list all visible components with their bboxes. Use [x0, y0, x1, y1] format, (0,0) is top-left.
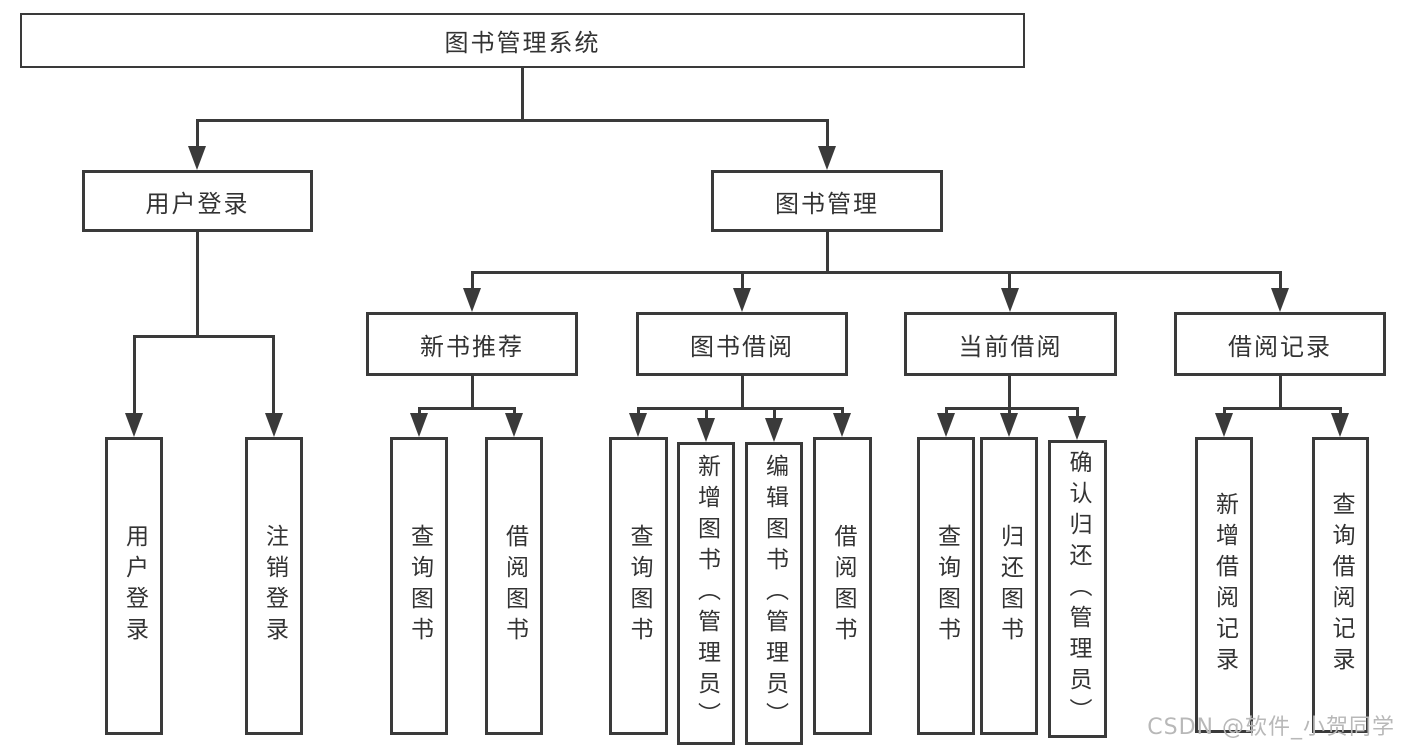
- connector-line: [1279, 376, 1282, 410]
- connector-arrowhead-down: [765, 418, 783, 442]
- connector-line: [1223, 407, 1342, 410]
- connector-line: [637, 407, 640, 415]
- connector-line: [1339, 407, 1342, 415]
- connector-line: [1279, 271, 1282, 290]
- connector-arrowhead-down: [1215, 413, 1233, 437]
- connector-arrowhead-down: [265, 413, 283, 437]
- leaf-query-borrow-record-label: 查询借阅记录: [1328, 492, 1354, 678]
- leaf-query-books-recommend: 查询图书: [390, 437, 448, 735]
- leaf-return-book: 归还图书: [980, 437, 1038, 735]
- connector-arrowhead-down: [1271, 288, 1289, 312]
- leaf-borrow-books-recommend: 借阅图书: [485, 437, 543, 735]
- connector-line: [945, 407, 1079, 410]
- user-login-label: 用户登录: [145, 189, 250, 218]
- system-root-label: 图书管理系统: [444, 29, 601, 57]
- connector-line: [1223, 407, 1226, 415]
- connector-arrowhead-down: [505, 413, 523, 437]
- connector-line: [945, 407, 948, 415]
- connector-arrowhead-down: [410, 413, 428, 437]
- book-management-label: 图书管理: [775, 189, 879, 218]
- leaf-user-login: 用户登录: [105, 437, 163, 735]
- current-borrow-node: 当前借阅: [904, 312, 1117, 376]
- leaf-borrow-books-borrow-label: 借阅图书: [830, 524, 856, 648]
- connector-arrowhead-down: [188, 146, 206, 170]
- leaf-add-borrow-record-label: 新增借阅记录: [1211, 492, 1238, 678]
- leaf-borrow-books-borrow: 借阅图书: [813, 437, 872, 735]
- connector-arrowhead-down: [833, 413, 851, 437]
- connector-arrowhead-down: [1068, 416, 1086, 440]
- system-root-node: 图书管理系统: [20, 13, 1025, 68]
- leaf-logout: 注销登录: [245, 437, 303, 735]
- connector-line: [513, 407, 516, 415]
- connector-line: [826, 119, 829, 148]
- leaf-borrow-books-recommend-label: 借阅图书: [501, 524, 528, 648]
- connector-line: [133, 335, 275, 338]
- book-borrow-label: 图书借阅: [690, 332, 794, 361]
- leaf-confirm-return-admin: 确认归还（管理员）: [1048, 440, 1107, 738]
- book-management-node: 图书管理: [711, 170, 943, 232]
- connector-arrowhead-down: [1001, 288, 1019, 312]
- connector-arrowhead-down: [125, 413, 143, 437]
- connector-line: [1008, 407, 1011, 415]
- connector-line: [196, 119, 199, 148]
- new-book-recommend-node: 新书推荐: [366, 312, 578, 376]
- connector-line: [741, 271, 744, 290]
- connector-arrowhead-down: [937, 413, 955, 437]
- leaf-confirm-return-admin-label: 确认归还（管理员）: [1065, 449, 1091, 729]
- connector-line: [841, 407, 844, 415]
- leaf-add-borrow-record: 新增借阅记录: [1195, 437, 1253, 733]
- leaf-edit-book-admin: 编辑图书（管理员）: [745, 442, 803, 745]
- borrow-record-label: 借阅记录: [1228, 332, 1332, 361]
- leaf-user-login-label: 用户登录: [121, 524, 148, 648]
- connector-line: [418, 407, 421, 415]
- connector-line: [521, 68, 524, 121]
- leaf-query-books-recommend-label: 查询图书: [406, 524, 433, 648]
- leaf-add-book-admin: 新增图书（管理员）: [677, 442, 735, 745]
- csdn-watermark: CSDN @软件_小贺同学: [1147, 715, 1395, 740]
- leaf-query-borrow-record: 查询借阅记录: [1312, 437, 1369, 733]
- connector-line: [196, 232, 199, 337]
- connector-line: [133, 335, 136, 415]
- leaf-query-books-borrow-label: 查询图书: [626, 524, 652, 648]
- connector-arrowhead-down: [733, 288, 751, 312]
- connector-line: [637, 407, 844, 410]
- connector-arrowhead-down: [463, 288, 481, 312]
- leaf-return-book-label: 归还图书: [996, 524, 1023, 648]
- current-borrow-label: 当前借阅: [958, 332, 1063, 361]
- leaf-add-book-admin-label: 新增图书（管理员）: [693, 454, 720, 733]
- connector-line: [471, 376, 474, 410]
- new-book-recommend-label: 新书推荐: [420, 332, 524, 361]
- book-borrow-node: 图书借阅: [636, 312, 848, 376]
- user-login-node: 用户登录: [82, 170, 313, 232]
- connector-line: [471, 271, 1282, 274]
- connector-line: [705, 407, 708, 420]
- leaf-query-books-current-label: 查询图书: [933, 524, 960, 648]
- leaf-edit-book-admin-label: 编辑图书（管理员）: [761, 454, 788, 733]
- connector-line: [1076, 407, 1079, 418]
- connector-line: [826, 232, 829, 274]
- connector-arrowhead-down: [818, 146, 836, 170]
- connector-line: [471, 271, 474, 290]
- connector-line: [418, 407, 516, 410]
- connector-line: [272, 335, 275, 415]
- connector-line: [1008, 376, 1011, 410]
- leaf-query-books-current: 查询图书: [917, 437, 975, 735]
- borrow-record-node: 借阅记录: [1174, 312, 1386, 376]
- connector-line: [773, 407, 776, 420]
- connector-arrowhead-down: [1331, 413, 1349, 437]
- connector-line: [196, 119, 829, 122]
- connector-line: [1008, 271, 1011, 290]
- leaf-logout-label: 注销登录: [261, 524, 288, 648]
- leaf-query-books-borrow: 查询图书: [609, 437, 668, 735]
- connector-arrowhead-down: [697, 418, 715, 442]
- connector-line: [741, 376, 744, 410]
- connector-arrowhead-down: [629, 413, 647, 437]
- connector-arrowhead-down: [1000, 413, 1018, 437]
